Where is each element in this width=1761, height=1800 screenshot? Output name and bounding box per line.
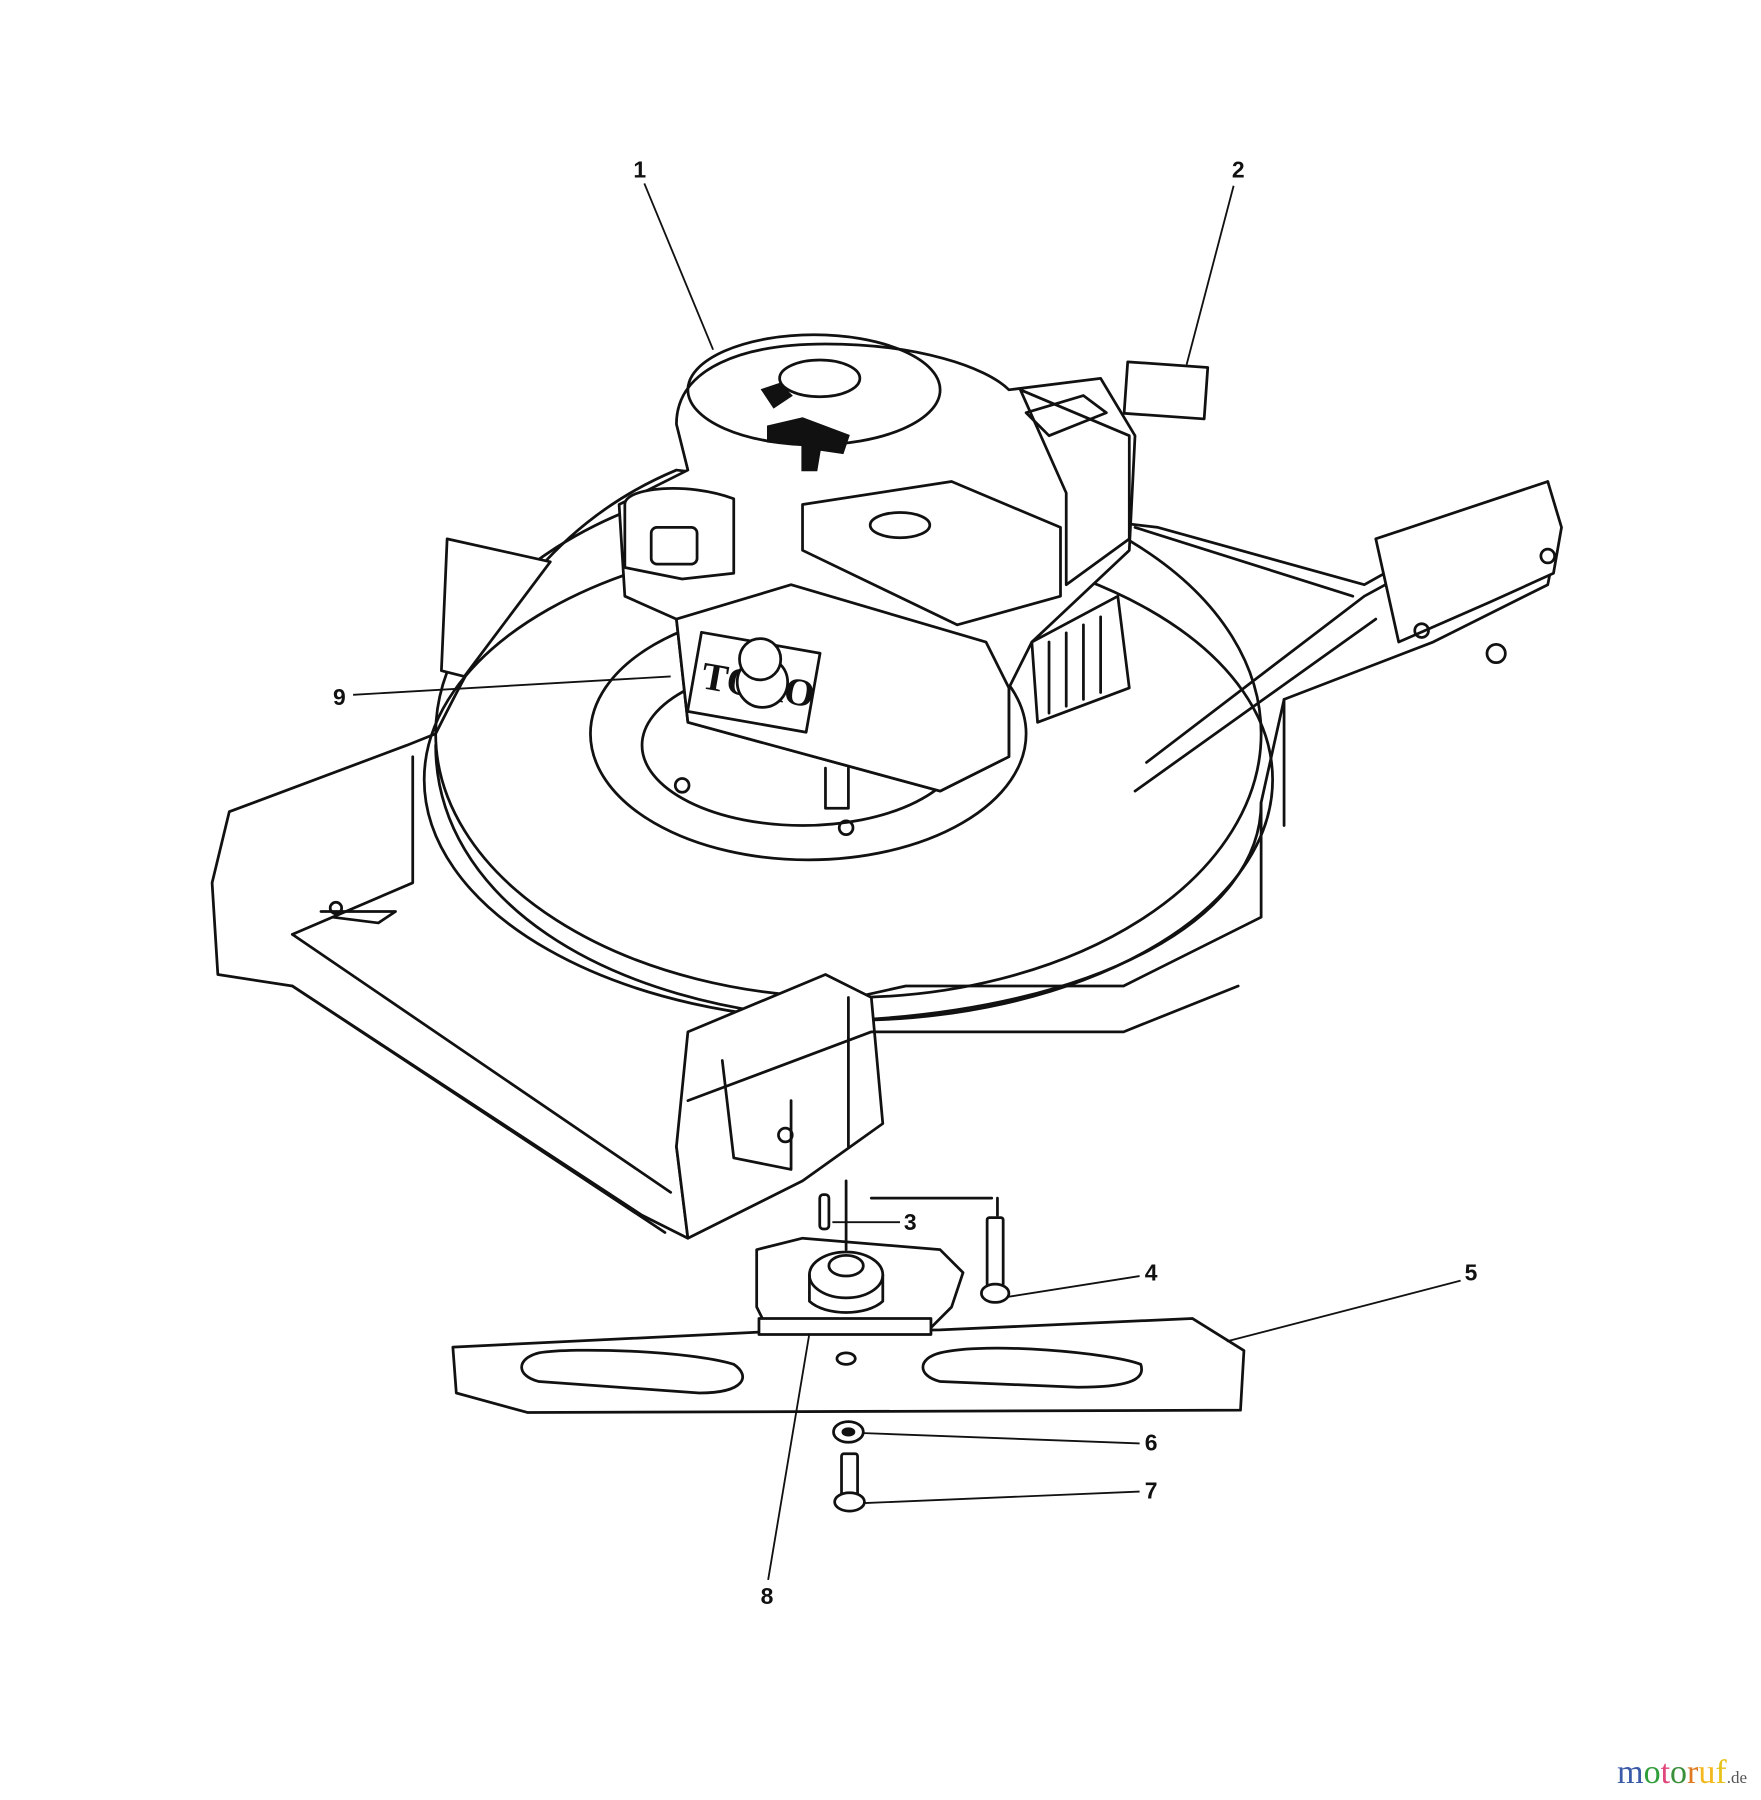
callout-7: 7 xyxy=(1145,1477,1158,1503)
blade-assembly xyxy=(451,1179,1246,1513)
decal xyxy=(1122,360,1210,421)
callouts: 1 2 3 4 5 6 7 8 9 xyxy=(333,157,1478,1609)
engine: TORO xyxy=(589,333,1355,862)
mower-deck xyxy=(210,468,1563,1240)
callout-2: 2 xyxy=(1232,157,1245,183)
callout-5: 5 xyxy=(1465,1260,1478,1286)
callout-4: 4 xyxy=(1145,1260,1158,1286)
callout-1: 1 xyxy=(633,157,646,183)
callout-8: 8 xyxy=(761,1583,774,1609)
leader-lines xyxy=(353,183,1461,1581)
callout-6: 6 xyxy=(1145,1429,1158,1455)
watermark-logo: motoruf.de xyxy=(1617,1754,1747,1791)
callout-3: 3 xyxy=(904,1209,917,1235)
callout-9: 9 xyxy=(333,684,346,710)
